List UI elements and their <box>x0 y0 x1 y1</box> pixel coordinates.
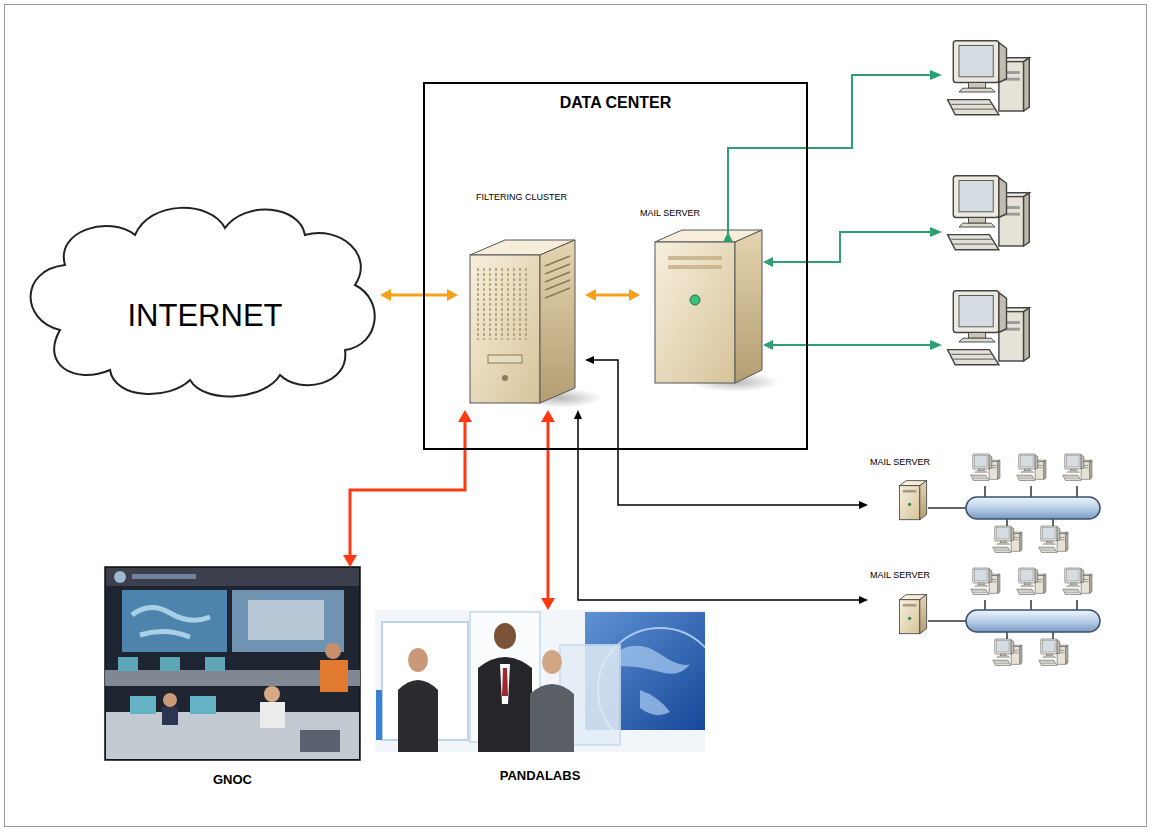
node-label: MAIL SERVER <box>870 457 930 467</box>
connector-line <box>388 294 451 297</box>
node-label: PANDALABS <box>500 769 581 784</box>
arrow-head <box>541 410 555 422</box>
lan-network <box>899 568 1100 666</box>
workstation-links <box>728 75 932 345</box>
arrow-head <box>447 289 458 301</box>
arrow-head <box>629 289 640 301</box>
mail-server-illustration <box>655 230 780 392</box>
connector <box>541 410 555 610</box>
connector <box>380 289 458 301</box>
arrow-head <box>343 555 357 567</box>
server-node: MAIL SERVER <box>868 455 946 540</box>
cloud-node: INTERNET <box>30 200 380 405</box>
connector-line <box>591 360 861 505</box>
photo-node: PANDALABS <box>375 610 705 790</box>
server-node: MAIL SERVER <box>640 205 775 390</box>
connector-line <box>593 294 633 297</box>
node-label: MAIL SERVER <box>640 208 700 218</box>
server-node: MAIL SERVER <box>868 568 946 650</box>
node-label: DATA CENTER <box>560 94 672 112</box>
node-label: GNOC <box>213 773 252 788</box>
connector <box>585 289 640 301</box>
node-label: MAIL SERVER <box>870 570 930 580</box>
lan-network <box>899 454 1100 553</box>
workstation-icon <box>948 176 1030 250</box>
connector-line <box>547 418 550 601</box>
arrow-head <box>458 410 472 422</box>
internet-cloud <box>31 208 375 397</box>
workstation-link-heads <box>723 70 942 350</box>
gnoc-photo <box>105 567 360 760</box>
arrow-head <box>585 289 596 301</box>
pandalabs-photo <box>375 610 722 752</box>
photo-node: GNOC <box>105 567 360 792</box>
connector <box>585 356 868 509</box>
workstation-icon <box>948 291 1030 365</box>
arrow-head <box>585 356 594 364</box>
connector-line <box>350 418 465 558</box>
server-node: FILTERING CLUSTER <box>458 188 585 410</box>
arrow-head <box>380 289 391 301</box>
node-label: FILTERING CLUSTER <box>476 192 567 202</box>
connector <box>574 410 868 604</box>
node-label: INTERNET <box>128 298 283 334</box>
workstation-icon <box>948 41 1030 115</box>
arrow-head <box>541 598 555 610</box>
arrow-head <box>859 501 868 509</box>
connector <box>343 410 472 567</box>
filtering-cluster-server <box>470 240 602 408</box>
arrow-head <box>859 596 868 604</box>
connector-line <box>578 416 862 600</box>
data-center-box: DATA CENTER FILTERING CLUSTER MAIL SERVER <box>423 82 808 450</box>
arrow-head <box>574 410 582 419</box>
